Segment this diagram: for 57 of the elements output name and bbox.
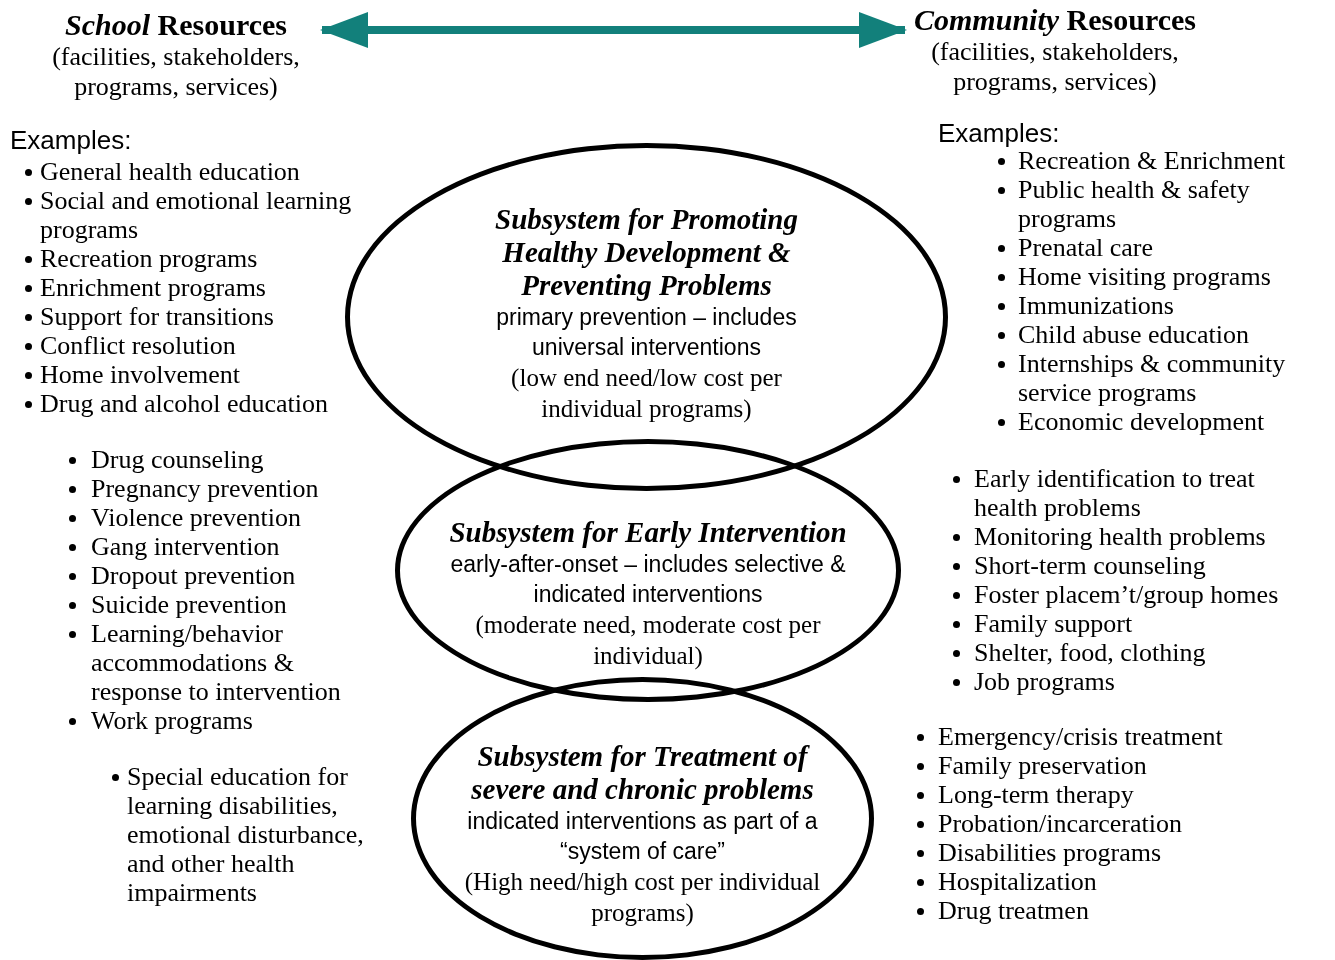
description: indicated interventions as part of a “system of care”	[466, 807, 819, 866]
list-item: Pregnancy prevention	[91, 474, 320, 503]
list-item: Disabilities programs	[938, 838, 1163, 867]
list-item: Recreation & Enrichment	[1018, 146, 1287, 175]
list-item: Suicide prevention	[91, 590, 288, 619]
description: early-after-onset – includes selective & indicated interventions	[449, 550, 847, 609]
list-item: Hospitalization	[938, 867, 1098, 896]
ellipse-node	[411, 677, 874, 960]
list-item: Special education for learning disabilities, emotional disturbance, and other health impairments	[127, 762, 365, 907]
list-item: Gang intervention	[91, 532, 281, 561]
list-item: Internships & community service programs	[1018, 349, 1287, 407]
description: primary prevention – includes universal interventions	[495, 303, 798, 362]
list-item: Foster placem’t/group homes	[974, 580, 1280, 609]
list-item: Dropout prevention	[91, 561, 297, 590]
list-item: Conflict resolution	[40, 331, 237, 360]
list-item: Immunizations	[1018, 291, 1175, 320]
list-item: Family support	[974, 609, 1134, 638]
heading: School Resources	[64, 8, 288, 42]
list-item: Prenatal care	[1018, 233, 1154, 262]
heading: Community Resources	[913, 3, 1197, 37]
ellipse-node	[395, 439, 901, 702]
list-item: Short-term counseling	[974, 551, 1207, 580]
list-item: Drug and alcohol education	[40, 389, 330, 418]
list-item: Probation/incarceration	[938, 809, 1184, 838]
subsystem-title: Subsystem for Promoting Healthy Development & Preventing Problems	[494, 203, 799, 302]
examples-heading: Examples:	[938, 118, 1060, 148]
cost-note: (low end need/low cost per individual programs)	[510, 363, 783, 424]
list-item: Family preservation	[938, 751, 1148, 780]
list-item: Recreation programs	[40, 244, 259, 273]
list-item: Drug treatmen	[938, 896, 1090, 925]
list-item: Violence prevention	[91, 503, 302, 532]
list-item: Drug counseling	[91, 445, 265, 474]
examples-heading: Examples:	[10, 125, 132, 155]
list-item: Economic development	[1018, 407, 1266, 436]
list-item: Work programs	[91, 706, 254, 735]
subheading: (facilities, stakeholders, programs, services)	[51, 42, 301, 102]
list-item: Learning/behavior accommodations & response to intervention	[91, 619, 342, 706]
subsystem-title: Subsystem for Early Intervention	[448, 516, 848, 549]
list-item: Enrichment programs	[40, 273, 267, 302]
subsystem-title: Subsystem for Treatment of severe and chronic problems	[470, 740, 815, 806]
double-arrow	[320, 12, 907, 48]
list-item: Long-term therapy	[938, 780, 1135, 809]
list-item: Emergency/crisis treatment	[938, 722, 1224, 751]
list-item: Job programs	[974, 667, 1116, 696]
list-item: Monitoring health problems	[974, 522, 1267, 551]
list-item: General health education	[40, 157, 301, 186]
list-item: Shelter, food, clothing	[974, 638, 1207, 667]
list-item: Public health & safety programs	[1018, 175, 1251, 233]
list-item: Home involvement	[40, 360, 241, 389]
cost-note: (High need/high cost per individual programs)	[463, 867, 822, 928]
list-item: Social and emotional learning programs	[40, 186, 353, 244]
list-item: Support for transitions	[40, 302, 275, 331]
cost-note: (moderate need, moderate cost per individual)	[474, 610, 822, 671]
list-item: Home visiting programs	[1018, 262, 1272, 291]
subheading: (facilities, stakeholders, programs, services)	[930, 37, 1180, 97]
list-item: Early identification to treat health problems	[974, 464, 1256, 522]
list-item: Child abuse education	[1018, 320, 1251, 349]
